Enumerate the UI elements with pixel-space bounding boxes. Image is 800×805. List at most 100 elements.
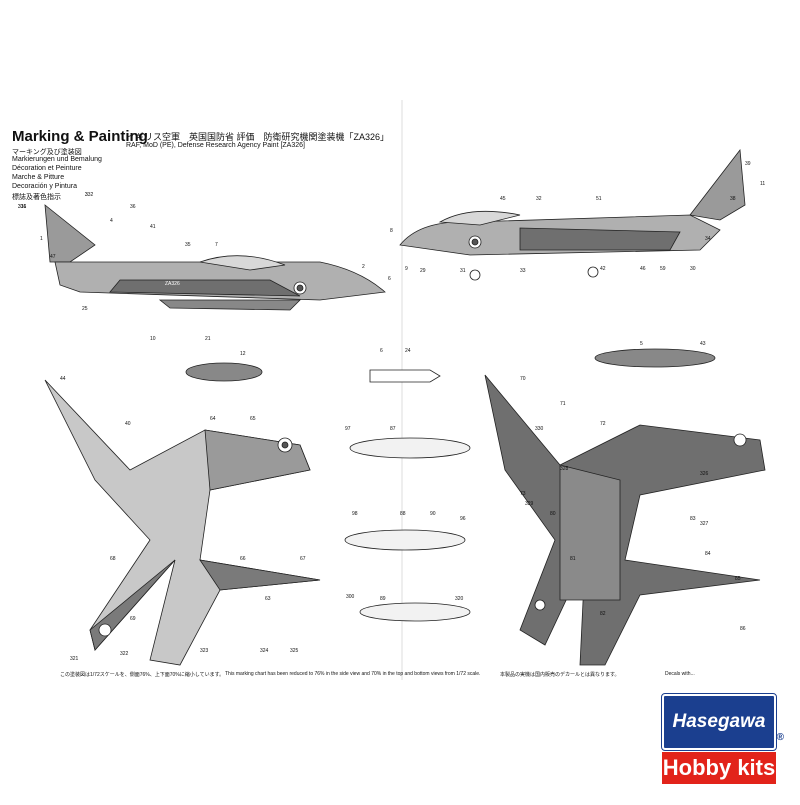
callout-number: 34 [705, 236, 711, 242]
callout-number: 39 [745, 161, 751, 167]
page-title: Marking & Painting [12, 128, 148, 145]
callout-number: 6 [380, 348, 383, 354]
callout-number: 70 [520, 376, 526, 382]
callout-number: 33 [520, 268, 526, 274]
callout-number: 45 [500, 196, 506, 202]
callout-number: 328 [560, 466, 569, 472]
callout-number: 81 [570, 556, 576, 562]
callout-number: 44 [60, 376, 66, 382]
callout-number: 7 [215, 242, 218, 248]
callout-number: 324 [260, 648, 269, 654]
subtitle-cn: 標誌及著色指示 [12, 194, 61, 201]
callout-number: 71 [560, 401, 566, 407]
callout-number: 86 [740, 626, 746, 632]
callout-number: 90 [430, 511, 436, 517]
callout-number: 51 [596, 196, 602, 202]
callout-number: 59 [660, 266, 666, 272]
callout-number: 84 [705, 551, 711, 557]
subtitle-fr: Décoration et Peinture [12, 165, 82, 172]
callout-number: 68 [110, 556, 116, 562]
callout-number: 25 [82, 306, 88, 312]
callout-number: 9 [405, 266, 408, 272]
callout-number: 3 [85, 192, 88, 198]
serial-left: ZA326 [165, 281, 180, 287]
callout-number: 24 [405, 348, 411, 354]
callout-number: 40 [125, 421, 131, 427]
callout-number: 2 [362, 264, 365, 270]
callout-number: 72 [600, 421, 606, 427]
bottom-view [484, 374, 766, 666]
footer-decal-note: Decals with... [665, 671, 695, 677]
footer-note-jp2: 本製品の実機は国内販売のデカールとは異なります。 [500, 672, 620, 678]
callout-number: 326 [700, 471, 709, 477]
callout-number: 35 [185, 242, 191, 248]
callout-number: 12 [240, 351, 246, 357]
callout-number: 82 [600, 611, 606, 617]
callout-number: 36 [130, 204, 136, 210]
callout-number: 21 [205, 336, 211, 342]
callout-number: 30 [690, 266, 696, 272]
callout-number: 38 [730, 196, 736, 202]
callout-number: 10 [150, 336, 156, 342]
callout-number: 329 [525, 501, 534, 507]
callout-number: 98 [352, 511, 358, 517]
callout-number: 321 [70, 656, 79, 662]
callout-number: 85 [735, 576, 741, 582]
callout-number: 5 [640, 341, 643, 347]
callout-number: 300 [346, 594, 355, 600]
callout-number: 1 [40, 236, 43, 242]
callout-number: 332 [85, 192, 94, 198]
top-view [44, 379, 321, 666]
callout-number: 69 [130, 616, 136, 622]
callout-number: 67 [300, 556, 306, 562]
callout-number: 29 [420, 268, 426, 274]
hasegawa-logo: Hasegawa ® Hobby kits [661, 693, 784, 784]
callout-number: 46 [640, 266, 646, 272]
logo-hobby-kits: Hobby kits [662, 752, 776, 784]
registered-mark: ® [776, 732, 784, 743]
side-view-left [44, 204, 386, 311]
callout-number: 327 [700, 521, 709, 527]
callout-number: 11 [760, 181, 765, 187]
japanese-subtitle: イギリス空軍 英国国防省 評価 防衛研究機関塗装機「ZA326」 [126, 132, 390, 142]
callout-number: 89 [380, 596, 386, 602]
callout-number: 66 [240, 556, 246, 562]
callout-number: 73 [520, 491, 526, 497]
footer-note-jp: この塗装図は1/72スケールを、側面76%、上下面70%に縮小しています。 [60, 672, 225, 678]
callout-number: 331 [18, 204, 27, 210]
side-view-right [399, 148, 746, 281]
logo-brand: Hasegawa [661, 693, 777, 751]
callout-number: 325 [290, 648, 299, 654]
english-subtitle: RAF, MoD (PE), Defense Research Agency P… [126, 142, 305, 149]
footer-note-en: This marking chart has been reduced to 7… [225, 671, 481, 677]
subtitle-es: Decoración y Pintura [12, 183, 77, 190]
callout-number: 96 [460, 516, 466, 522]
callout-number: 32 [536, 196, 542, 202]
subtitle-jp: マーキング及び塗装図 [12, 149, 82, 156]
callout-number: 97 [345, 426, 351, 432]
callout-number: 41 [150, 224, 156, 230]
callout-number: 31 [460, 268, 466, 274]
callout-number: 80 [550, 511, 556, 517]
callout-number: 8 [390, 228, 393, 234]
callout-number: 63 [265, 596, 271, 602]
callout-number: 47 [50, 254, 56, 260]
callout-number: 6 [388, 276, 391, 282]
callout-number: 88 [400, 511, 406, 517]
callout-number: 316 [18, 204, 27, 210]
callout-number: 43 [700, 341, 706, 347]
callout-number: 42 [600, 266, 606, 272]
callout-number: 64 [210, 416, 216, 422]
callout-number: 83 [690, 516, 696, 522]
callout-number: 87 [390, 426, 396, 432]
callout-number: 4 [110, 218, 113, 224]
callout-number: 323 [200, 648, 209, 654]
subtitle-de: Markierungen und Bemalung [12, 156, 102, 163]
callout-number: 330 [535, 426, 544, 432]
callout-number: 322 [120, 651, 129, 657]
callout-number: 320 [455, 596, 464, 602]
callout-number: 65 [250, 416, 256, 422]
